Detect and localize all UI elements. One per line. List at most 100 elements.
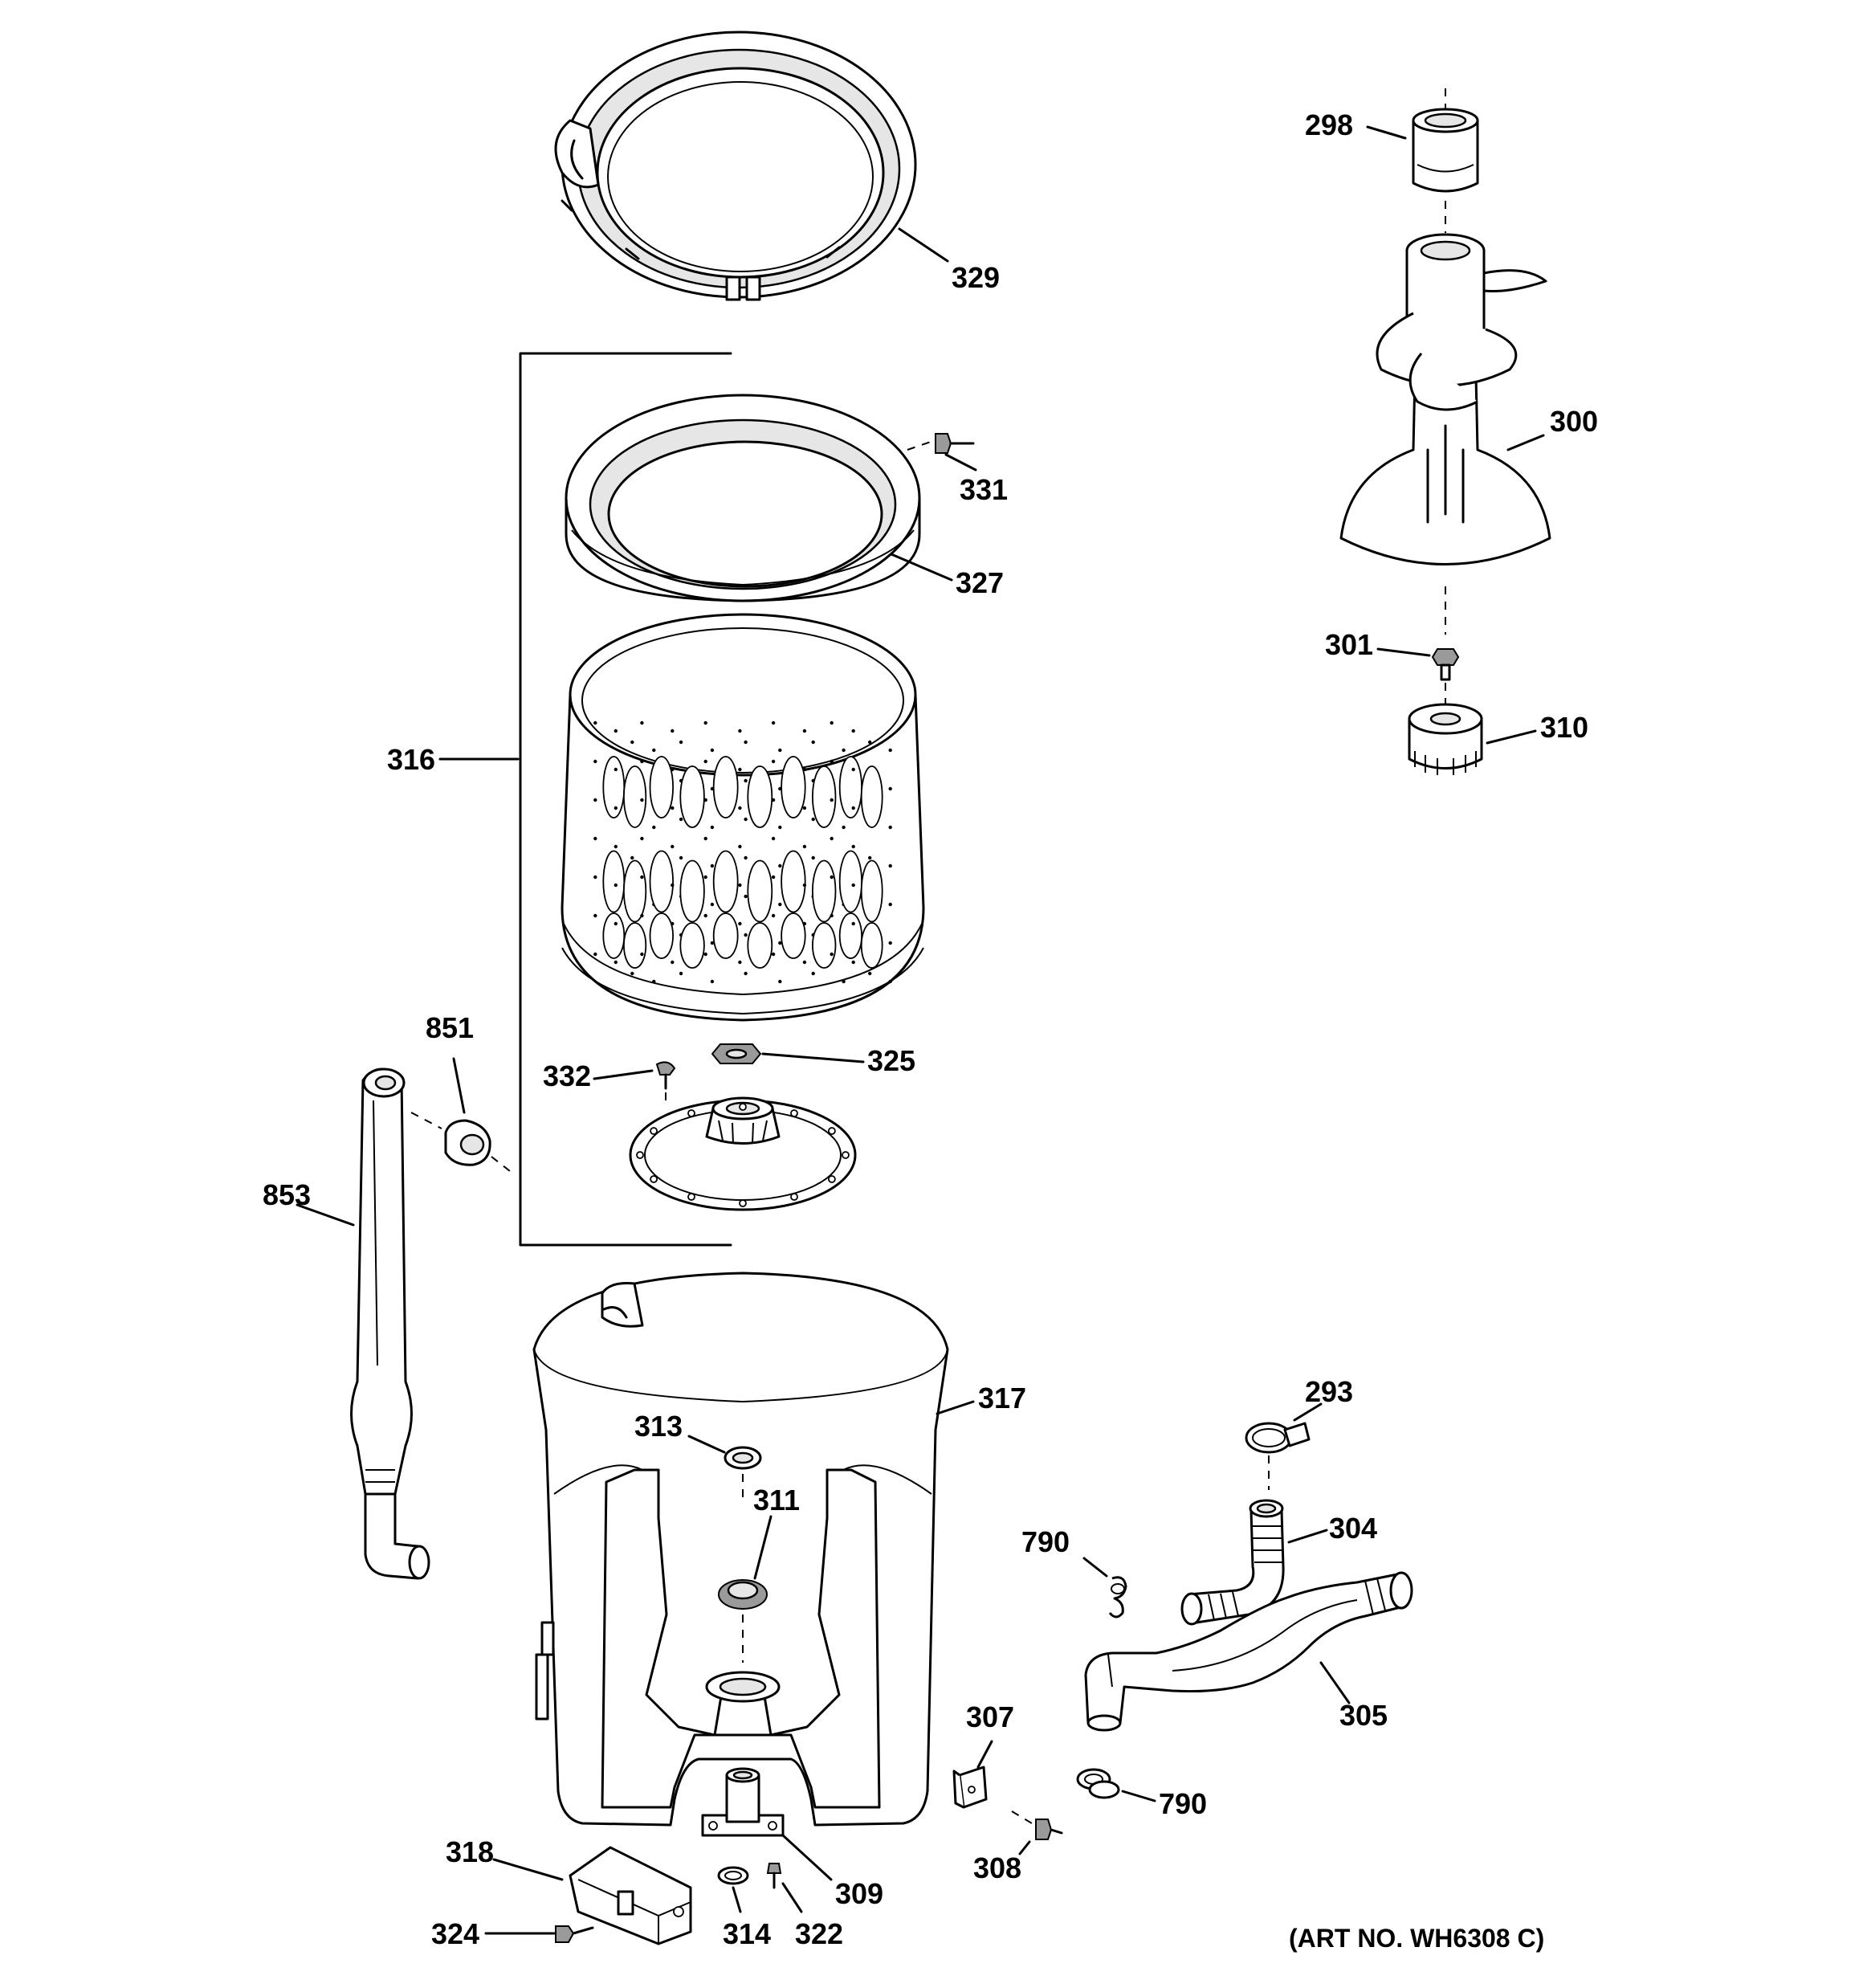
basket-slot bbox=[649, 850, 675, 913]
basket-perforation bbox=[744, 855, 748, 860]
label-327: 327 bbox=[956, 566, 1004, 599]
basket-perforation bbox=[703, 952, 707, 957]
basket-perforation bbox=[671, 806, 675, 810]
basket-perforation bbox=[842, 979, 846, 984]
basket-slot bbox=[860, 922, 883, 969]
basket-perforation bbox=[671, 960, 675, 965]
basket-perforation bbox=[738, 921, 742, 926]
basket-slot bbox=[649, 912, 675, 959]
drive-block-part-310 bbox=[1408, 703, 1537, 775]
basket-perforation bbox=[593, 720, 597, 725]
basket-slot bbox=[811, 859, 837, 923]
basket-perforation bbox=[652, 748, 656, 753]
basket-perforation bbox=[888, 786, 892, 791]
basket-perforation bbox=[778, 979, 782, 984]
hub-bolt-hole bbox=[636, 1151, 644, 1159]
basket-perforation bbox=[593, 952, 597, 957]
basket-perforation bbox=[811, 855, 815, 860]
label-790-upper: 790 bbox=[1021, 1525, 1070, 1558]
basket-perforation bbox=[593, 798, 597, 802]
outer-tub-part-317 bbox=[532, 1272, 975, 1827]
label-310: 310 bbox=[1540, 711, 1588, 744]
basket-perforation bbox=[614, 767, 618, 772]
basket-slot bbox=[781, 756, 806, 818]
hose-clamp-part-293 bbox=[1245, 1402, 1323, 1490]
basket-slot bbox=[860, 859, 883, 923]
label-305: 305 bbox=[1339, 1699, 1388, 1732]
basket-perforation bbox=[888, 979, 892, 984]
basket-perforation bbox=[738, 883, 742, 888]
basket-perforation bbox=[802, 883, 807, 888]
basket-perforation bbox=[738, 767, 742, 772]
label-329: 329 bbox=[952, 261, 1000, 294]
screw-part-324 bbox=[484, 1925, 594, 1943]
screw-part-331 bbox=[907, 433, 977, 471]
basket-perforation bbox=[778, 863, 782, 868]
screw-part-332 bbox=[593, 1061, 676, 1107]
basket-perforation bbox=[738, 960, 742, 965]
basket-perforation bbox=[640, 836, 644, 841]
basket-slot bbox=[811, 922, 837, 969]
basket-perforation bbox=[851, 883, 855, 888]
basket-slot bbox=[712, 850, 739, 913]
label-853: 853 bbox=[263, 1178, 311, 1211]
basket-perforation bbox=[630, 740, 634, 745]
label-331: 331 bbox=[960, 473, 1008, 506]
bracket-part-307 bbox=[952, 1740, 993, 1809]
basket-perforation bbox=[630, 855, 634, 860]
basket-perforation bbox=[640, 875, 644, 880]
basket-perforation bbox=[778, 748, 782, 753]
basket-perforation bbox=[614, 729, 618, 733]
label-300: 300 bbox=[1550, 405, 1598, 438]
basket-perforation bbox=[802, 844, 807, 849]
basket-perforation bbox=[614, 921, 618, 926]
drain-hose-part-305 bbox=[1084, 1571, 1413, 1732]
label-322: 322 bbox=[795, 1917, 843, 1950]
basket-slot bbox=[602, 756, 626, 818]
basket-slot bbox=[622, 859, 647, 923]
basket-perforation bbox=[830, 720, 834, 725]
art-number-caption: (ART NO. WH6308 C) bbox=[1289, 1924, 1544, 1953]
basket-slot bbox=[838, 756, 863, 818]
tub-cover-part-329 bbox=[554, 31, 949, 301]
basket-perforation bbox=[679, 971, 683, 976]
label-314: 314 bbox=[723, 1917, 771, 1950]
basket-perforation bbox=[851, 844, 855, 849]
basket-perforation bbox=[593, 836, 597, 841]
basket-perforation bbox=[744, 817, 748, 822]
hub-bolt-hole bbox=[650, 1175, 658, 1183]
basket-perforation bbox=[778, 941, 782, 945]
label-332: 332 bbox=[543, 1059, 591, 1092]
basket-perforation bbox=[744, 971, 748, 976]
hub-bolt-hole bbox=[790, 1109, 798, 1117]
basket-perforation bbox=[679, 817, 683, 822]
basket-perforation bbox=[830, 875, 834, 880]
switch-box-part-318 bbox=[492, 1846, 692, 1945]
hub-bolt-hole bbox=[739, 1103, 747, 1111]
drain-hose-part-304 bbox=[1180, 1499, 1328, 1626]
basket-perforation bbox=[679, 740, 683, 745]
basket-perforation bbox=[630, 971, 634, 976]
basket-perforation bbox=[640, 720, 644, 725]
basket-perforation bbox=[640, 913, 644, 918]
basket-perforation bbox=[851, 806, 855, 810]
basket-slot bbox=[781, 850, 806, 913]
label-318: 318 bbox=[446, 1835, 494, 1868]
basket-slot bbox=[649, 756, 675, 818]
basket-perforation bbox=[671, 844, 675, 849]
label-293: 293 bbox=[1305, 1375, 1353, 1408]
basket-perforation bbox=[830, 913, 834, 918]
hub-bolt-hole bbox=[828, 1127, 836, 1135]
basket-perforation bbox=[811, 740, 815, 745]
basket-perforation bbox=[771, 836, 776, 841]
basket-perforation bbox=[671, 921, 675, 926]
grommet-part-313 bbox=[687, 1435, 762, 1498]
spring-clamp-part-790-upper bbox=[1082, 1557, 1127, 1619]
fill-tube-part-853 bbox=[296, 1067, 430, 1580]
label-304: 304 bbox=[1329, 1512, 1377, 1545]
basket-perforation bbox=[710, 941, 715, 945]
basket-perforation bbox=[778, 902, 782, 907]
basket-perforation bbox=[888, 863, 892, 868]
basket-slot bbox=[679, 922, 705, 969]
hub-bolt-hole bbox=[687, 1193, 695, 1201]
